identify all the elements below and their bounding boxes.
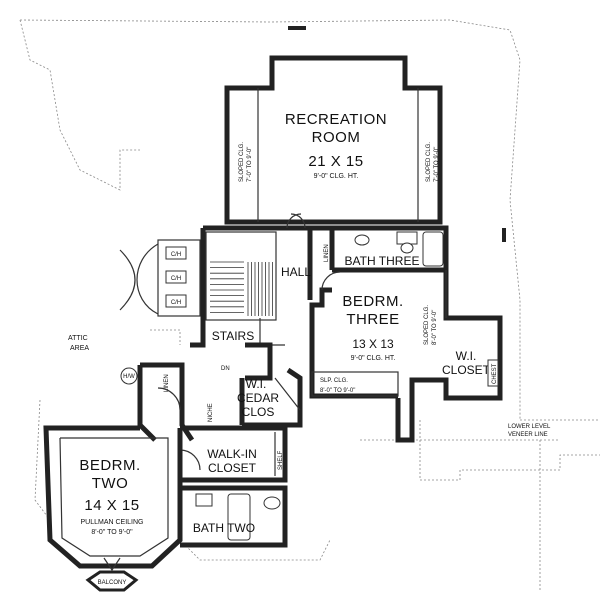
niche-label: NICHE	[208, 403, 214, 422]
bedroom-two-name-2: TWO	[92, 475, 129, 492]
toilet2-icon	[195, 493, 213, 507]
vent-icon	[288, 26, 306, 30]
lower-level-note: LOWER LEVEL VENEER LINE	[502, 228, 551, 438]
stairs-label: STAIRS	[212, 329, 254, 343]
ch-label-1: C/H	[171, 252, 181, 258]
ch-label-3: C/H	[171, 300, 181, 306]
wi-closet-2: CLOSET	[442, 363, 491, 377]
toilet-icon	[400, 242, 414, 254]
linen2-label: LINEN	[164, 374, 170, 392]
bedroom-two-note-1: PULLMAN CEILING	[80, 519, 143, 526]
slp-clg-1: SLP. CLG.	[320, 378, 348, 384]
balcony: BALCONY	[85, 557, 139, 592]
sloped-left-1: SLOPED CLG.	[239, 142, 245, 182]
bedroom-two-size: 14 X 15	[84, 497, 139, 514]
lower-level-2: VENEER LINE	[508, 432, 548, 438]
attic-area: ATTIC AREA	[68, 329, 181, 352]
lower-level-1: LOWER LEVEL	[508, 424, 551, 430]
recreation-room: RECREATION ROOM 21 X 15 9'-0" CLG. HT. S…	[224, 26, 443, 225]
walk-in-closet-2: CLOSET	[208, 461, 257, 475]
hw-label: H/W	[123, 374, 135, 380]
bedroom-three-note: 9'-0" CLG. HT.	[351, 355, 396, 362]
bedroom-three-name-1: BEDRM.	[342, 293, 403, 310]
sloped-right-1: SLOPED CLG.	[426, 142, 432, 182]
bedroom-two-note-2: 8'-0" TO 9'-0"	[91, 529, 133, 536]
sloped-left-2: 7'-0" TO 9'-0"	[247, 147, 253, 182]
recreation-name-1: RECREATION	[285, 111, 387, 128]
sloped-bed3-2: 8'-0" TO 9'-0"	[432, 310, 438, 345]
wi-cedar-1: W.I.	[246, 377, 267, 391]
shelf-label: SHELF	[278, 450, 284, 470]
balcony-label: BALCONY	[98, 580, 127, 586]
bedroom-three-name-2: THREE	[346, 311, 399, 328]
linen-label: LINEN	[324, 244, 330, 262]
sink2-icon	[263, 496, 281, 510]
ch-label-2: C/H	[171, 276, 181, 282]
bedroom-three-size: 13 X 13	[352, 337, 394, 351]
wi-closet-1: W.I.	[456, 349, 477, 363]
ch-closets: C/H C/H C/H	[119, 239, 201, 317]
middle-walls: H/W LINEN NICHE DN W.I. CEDAR CLOS WALK-…	[120, 342, 303, 483]
marker-icon	[502, 228, 506, 242]
vanity-icon	[396, 231, 418, 245]
sloped-right-2: 7'-0" TO 9'-0"	[434, 147, 440, 182]
wi-closet: W.I. CLOSET CHEST	[442, 349, 499, 387]
lower-level-outline	[19, 19, 600, 590]
stairs: STAIRS	[205, 231, 285, 346]
chest-icon	[487, 359, 499, 387]
bath-two-label: BATH TWO	[193, 521, 255, 535]
recreation-name-2: ROOM	[312, 129, 361, 146]
tub2-icon	[227, 493, 251, 541]
hall: HALL	[281, 213, 311, 279]
bath-three-label: BATH THREE	[345, 254, 420, 268]
attic-label-2: AREA	[70, 345, 89, 352]
water-heater-icon	[120, 367, 138, 385]
walk-in-closet-1: WALK-IN	[207, 447, 257, 461]
recreation-note: 9'-0" CLG. HT.	[314, 173, 359, 180]
bath-two: BATH TWO	[180, 485, 288, 548]
slp-clg-2: 8'-0" TO 9'-0"	[320, 388, 355, 394]
sink-icon	[354, 234, 370, 246]
wi-cedar-3: CLOS	[242, 405, 275, 419]
sloped-bed3-1: SLOPED CLG.	[424, 305, 430, 345]
attic-label-1: ATTIC	[68, 335, 88, 342]
wi-cedar-2: CEDAR	[237, 391, 279, 405]
bath-three: BATH THREE LINEN	[324, 231, 444, 268]
bedroom-three: BEDRM. THREE 13 X 13 9'-0" CLG. HT. SLOP…	[311, 271, 438, 397]
recreation-size: 21 X 15	[308, 153, 363, 170]
chest-label: CHEST	[492, 363, 498, 384]
bedroom-two: BEDRM. TWO 14 X 15 PULLMAN CEILING 8'-0"…	[43, 425, 183, 569]
bathtub-icon	[422, 231, 444, 267]
hall-label: HALL	[281, 265, 311, 279]
dn-label: DN	[221, 366, 230, 372]
bedroom-two-name-1: BEDRM.	[79, 457, 140, 474]
